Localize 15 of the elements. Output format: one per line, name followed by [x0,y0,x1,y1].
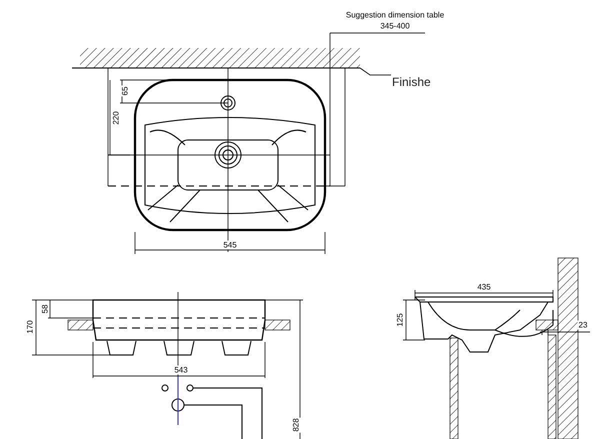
dimension-text: 220 [112,110,120,126]
dimension-text: 345-400 [379,22,411,30]
leader-line [360,68,392,76]
hatched-wall [72,48,360,68]
dimension-text: 545 [222,240,238,250]
dimension-text: 125 [396,312,404,328]
dimension-text: 435 [476,282,492,292]
dimension-text: 65 [120,86,130,96]
dimension-text: 58 [40,304,50,314]
note-text: Suggestion dimension table [344,10,446,20]
dimension-text: 828 [292,417,300,433]
dimension-text: 170 [26,319,34,335]
callout-label: Finishe [392,75,431,89]
dimension-text: 23 [578,320,588,330]
dimension-text: 543 [173,366,189,374]
